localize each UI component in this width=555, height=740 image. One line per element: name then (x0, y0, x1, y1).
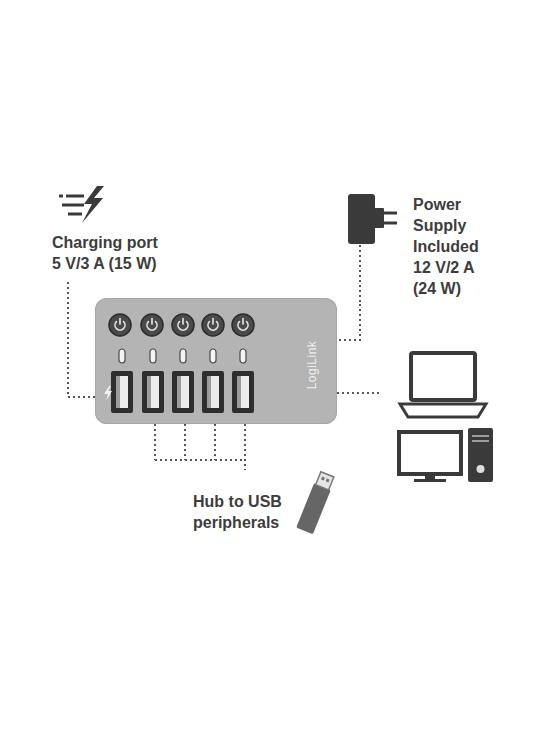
stick-contact (326, 478, 330, 482)
adapter-plug (374, 208, 384, 228)
adapter-body (348, 194, 375, 244)
callout-label: Power Supply Included 12 V/2 A (24 W) (413, 194, 493, 299)
lightning-bolt (82, 186, 104, 223)
power-button (141, 314, 163, 336)
usb-hub-body: LogiLink (95, 298, 337, 424)
speed-line (68, 213, 82, 216)
status-led (210, 349, 216, 363)
status-led (150, 349, 156, 363)
stick-contact (321, 477, 325, 481)
branch-line (184, 424, 186, 460)
callout-label: Charging port 5 V/3 A (15 W) (52, 232, 164, 274)
charging-icon (59, 186, 104, 223)
power-adapter-icon (348, 194, 397, 304)
usb-branch-lines (155, 424, 245, 460)
branch-line (155, 459, 245, 461)
usb-port (111, 371, 133, 413)
laptop-screen (411, 353, 475, 400)
dotted-connector (244, 424, 246, 470)
laptop-base (400, 404, 486, 417)
power-supply-callout: Power Supply Included 12 V/2 A (24 W) (345, 192, 495, 304)
monitor-foot (414, 479, 446, 482)
hub-details (104, 314, 254, 413)
desktop-icon (399, 428, 493, 482)
stick-connector (316, 472, 334, 490)
stick-body (296, 483, 331, 534)
branch-line (214, 424, 216, 460)
charge-mark (104, 386, 112, 401)
status-led (180, 349, 186, 363)
speed-line (66, 195, 84, 198)
branch-line (154, 424, 156, 460)
usb-stick-icon (296, 471, 336, 534)
monitor (399, 432, 461, 474)
usb-port (172, 371, 194, 413)
adapter-cable (359, 245, 361, 304)
brand-logo: LogiLink (305, 341, 319, 390)
pc-tower (468, 428, 493, 482)
peripherals-callout: Hub to USB peripherals (193, 470, 343, 538)
power-button (172, 314, 194, 336)
monitor-stand (425, 474, 435, 480)
laptop-icon (400, 353, 486, 417)
tower-slot (472, 435, 489, 437)
speed-line (62, 204, 84, 207)
power-button (109, 314, 131, 336)
power-button (202, 314, 224, 336)
tower-slot (472, 440, 489, 442)
adapter-prong (384, 222, 397, 225)
adapter-prong (384, 212, 397, 215)
status-led (240, 349, 246, 363)
callout-label: Hub to USB peripherals (193, 491, 288, 533)
usb-port (142, 371, 164, 413)
status-led (119, 349, 125, 363)
power-button (232, 314, 254, 336)
usb-port (232, 371, 254, 413)
usb-port (202, 371, 224, 413)
computer-leader (337, 392, 380, 394)
tower-button (477, 465, 485, 473)
dotted-connector (68, 282, 95, 397)
charging-callout: Charging port 5 V/3 A (15 W) (50, 182, 200, 282)
dotted-connector (337, 304, 360, 340)
speed-line (59, 195, 63, 198)
